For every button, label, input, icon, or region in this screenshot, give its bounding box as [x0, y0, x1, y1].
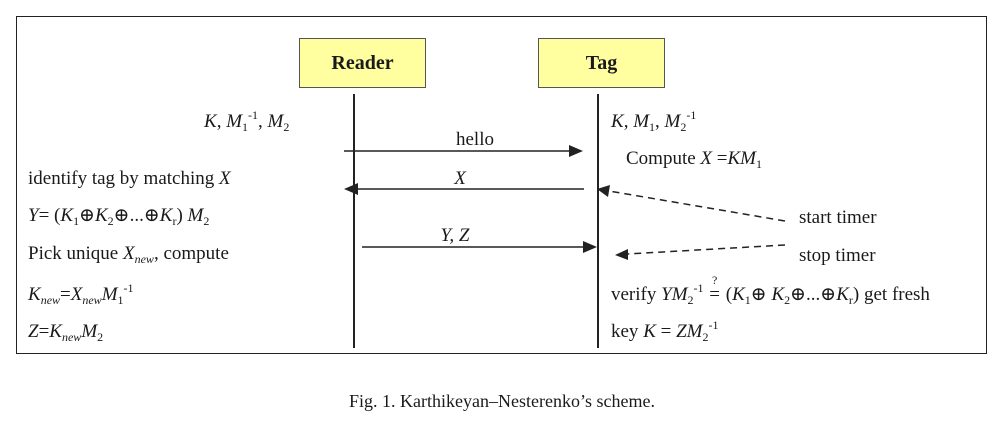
tag-key-step: key K = ZM2-1	[611, 318, 719, 344]
reader-box: Reader	[299, 38, 426, 88]
start-timer-dashed-line	[608, 190, 786, 222]
reader-z-equation: Z=KnewM2	[28, 321, 104, 344]
tag-label: Tag	[585, 51, 618, 74]
diagram-frame	[16, 16, 987, 354]
hello-message-label: hello	[456, 129, 494, 150]
tag-verify-step: verify YM2-1 ?= (K1⊕ K2⊕...⊕Kr) get fres…	[611, 273, 930, 307]
stop-timer-dashed-line	[626, 244, 786, 255]
tag-init-keys: K, M1, M2-1	[611, 108, 697, 134]
reader-identify-step: identify tag by matching X	[28, 168, 231, 189]
reader-pick-step: Pick unique Xnew, compute	[28, 243, 229, 266]
yz-message-label: Y, Z	[440, 225, 470, 246]
figure-caption: Fig. 1. Karthikeyan–Nesterenko’s scheme.	[349, 391, 655, 411]
questioned-equals: ?=	[709, 273, 720, 305]
x-arrowhead	[344, 183, 358, 195]
start-timer-arrowhead	[597, 185, 610, 197]
reader-init-keys: K, M1-1, M2	[204, 108, 290, 134]
reader-knew-equation: Knew=XnewM1-1	[28, 281, 134, 307]
x-message-label: X	[454, 168, 466, 189]
stop-timer-arrowhead	[615, 249, 628, 260]
start-timer-label: start timer	[799, 207, 877, 228]
reader-label: Reader	[331, 51, 394, 74]
tag-box: Tag	[538, 38, 665, 88]
hello-arrowhead	[569, 145, 583, 157]
stop-timer-label: stop timer	[799, 245, 876, 266]
reader-y-equation: Y= (K1⊕K2⊕...⊕Kr) M2	[28, 205, 210, 228]
yz-arrowhead	[583, 241, 597, 253]
tag-compute-step: Compute X =KM1	[626, 148, 762, 171]
